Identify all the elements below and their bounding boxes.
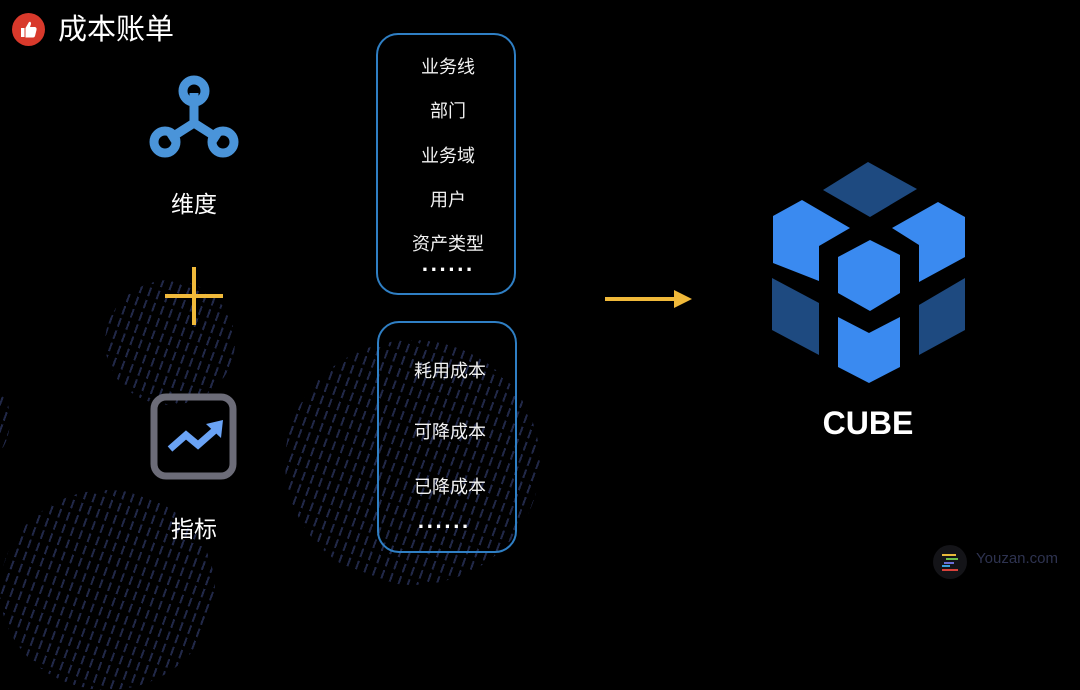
cube-face-center: [838, 240, 900, 311]
dimension-item: 业务域: [421, 146, 475, 167]
dimension-item: 部门: [430, 101, 466, 122]
node-graph-icon: [147, 73, 242, 167]
cube-face-right-bottom: [919, 278, 965, 355]
watermark-text: Youzan.com: [976, 550, 1059, 567]
plus-icon: [165, 267, 223, 329]
background-hatch: [0, 380, 10, 460]
metrics-box: [377, 321, 517, 553]
metric-item: 已降成本: [414, 477, 486, 498]
page-title: 成本账单: [58, 12, 175, 46]
cube-face-bottom: [838, 317, 900, 383]
youzan-logo-icon: [933, 545, 967, 579]
thumbs-up-icon: [12, 13, 45, 46]
cube-face-left-top: [773, 200, 850, 281]
dimensions-box: [376, 33, 516, 295]
cube-face-top: [823, 162, 917, 217]
metric-item: 可降成本: [414, 422, 486, 443]
cube-label: CUBE: [822, 405, 914, 441]
metric-label: 指标: [171, 517, 217, 543]
dimension-item: 业务线: [421, 57, 475, 78]
dimension-more: ......: [421, 255, 475, 276]
right-arrow-icon: [605, 289, 695, 313]
cube-face-right-top: [892, 202, 965, 282]
metric-item: 耗用成本: [414, 361, 486, 382]
background-hatch: [105, 280, 235, 405]
dimension-label: 维度: [171, 192, 217, 218]
dimension-item: 资产类型: [412, 234, 484, 255]
metric-more: ......: [417, 512, 471, 533]
cube-face-left-bottom: [772, 278, 819, 355]
trending-up-icon: [150, 393, 238, 485]
dimension-item: 用户: [430, 190, 466, 211]
